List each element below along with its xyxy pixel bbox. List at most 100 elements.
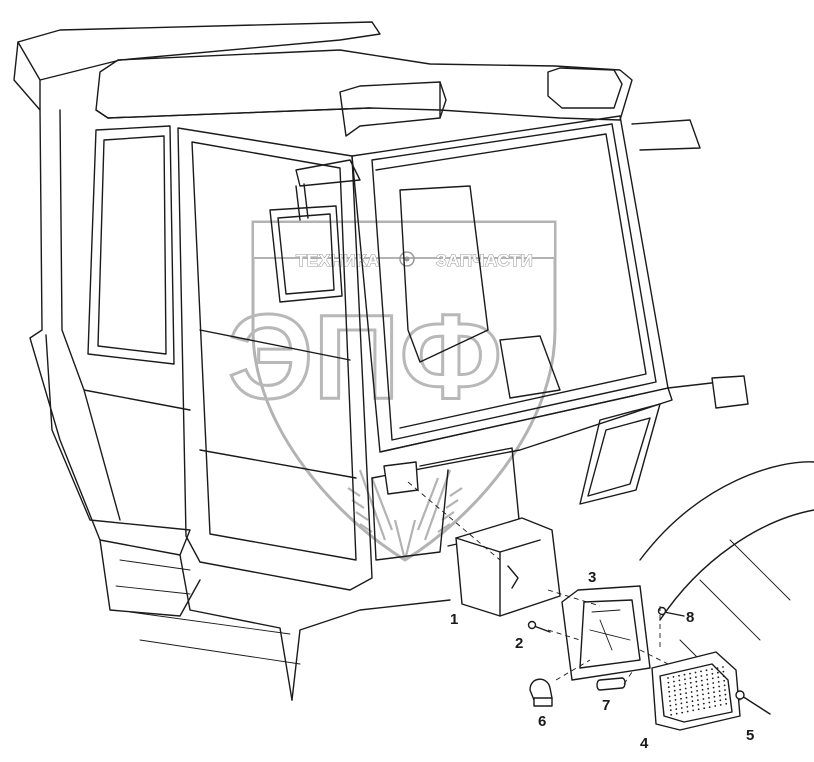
lens-dot: [722, 675, 725, 678]
lens-dot: [679, 688, 682, 691]
lens-dot: [678, 674, 680, 677]
callout-8: 8: [686, 609, 694, 626]
cab-rear-body: [29, 109, 191, 556]
lens-dot: [700, 675, 703, 677]
lens-dot: [712, 682, 715, 684]
lens-dot: [678, 679, 681, 682]
lens-dot: [675, 708, 678, 710]
part-2-screw: [533, 625, 551, 633]
lens-dot: [708, 697, 710, 699]
lens-dot: [683, 673, 686, 676]
callout-5: 5: [746, 727, 754, 744]
lens-dot: [717, 681, 720, 683]
lens-dot: [695, 680, 698, 683]
lens-dot: [684, 678, 686, 681]
lens-dot: [711, 672, 714, 675]
lens-dot: [690, 691, 693, 693]
lens-dot: [678, 684, 681, 686]
lens-dot: [674, 699, 677, 701]
lens-dot: [681, 711, 684, 714]
callout-labels: 1 2 3 4 5 6 7 8: [450, 569, 754, 752]
lens-dot: [711, 668, 713, 671]
lens-dot: [668, 690, 671, 693]
assembly-lines: [407, 481, 669, 685]
lens-dot: [713, 695, 716, 698]
callout-6: 6: [538, 713, 546, 730]
lens-dot: [714, 705, 717, 707]
lens-dot: [669, 700, 671, 702]
callout-3: 3: [588, 569, 596, 586]
lens-dot: [669, 704, 672, 707]
lens-dot: [690, 686, 693, 689]
lens-dot: [706, 674, 708, 676]
watermark-left-text: ТЕХНИКА: [296, 251, 380, 270]
lens-dot: [723, 684, 726, 687]
lens-dot: [692, 709, 695, 712]
lens-dot: [672, 676, 675, 678]
gear-center: [404, 256, 410, 262]
lens-dot: [708, 701, 711, 704]
part-4-lens: [651, 651, 741, 731]
lens-dot: [718, 690, 721, 692]
lens-dot: [702, 693, 704, 696]
lens-dot: [667, 681, 670, 684]
lens-dot: [673, 689, 676, 692]
lens-dot: [684, 687, 687, 690]
lens-dot: [689, 677, 692, 680]
lens-dot: [724, 689, 726, 691]
lens-dot: [696, 694, 699, 697]
lens-dot: [706, 683, 709, 685]
lens-dot: [670, 713, 673, 716]
lens-dot: [685, 692, 687, 694]
lens-dot: [697, 699, 699, 701]
lens-dot: [697, 703, 700, 706]
lens-dot: [701, 684, 704, 687]
small-parts: [527, 606, 771, 715]
callout-2: 2: [515, 635, 523, 652]
lens-dot: [717, 671, 719, 674]
callout-4: 4: [640, 735, 649, 752]
lens-dot: [711, 677, 714, 680]
lens-dot: [707, 692, 710, 695]
part-7-bulb: [596, 677, 626, 691]
lens-dot: [694, 671, 697, 674]
lens-dot: [686, 710, 689, 713]
part-1-lamp-housing: [455, 517, 561, 617]
lens-dot: [674, 694, 676, 697]
lens-dot: [697, 708, 700, 711]
part-8-screw: [663, 611, 685, 617]
lens-dot: [667, 677, 669, 679]
part-5-screw: [741, 695, 771, 715]
lens-dot: [673, 685, 676, 687]
lens-dot: [680, 707, 683, 709]
lens-dot: [700, 670, 702, 673]
lens-dot: [724, 698, 727, 701]
lens-dot: [706, 678, 709, 681]
cab-side-window: [87, 125, 175, 365]
lens-dot: [691, 700, 694, 703]
cab-roof: [17, 21, 381, 81]
cab-side-lamp: [711, 375, 749, 409]
lens-dot: [722, 666, 724, 668]
lens-dot: [701, 688, 704, 691]
lens-dot-pattern: [667, 666, 728, 716]
lens-dot: [673, 680, 675, 683]
lens-dot: [719, 704, 722, 706]
lens-dot: [680, 697, 682, 700]
lens-dot: [668, 695, 671, 698]
watermark-right-text: ЗАПЧАСТИ: [436, 251, 533, 270]
lens-dot: [696, 690, 698, 692]
lens-dot: [667, 686, 670, 689]
lens-dot: [719, 694, 721, 697]
lens-dot: [689, 681, 692, 684]
lens-dot: [695, 676, 697, 678]
lens-dot: [725, 702, 728, 705]
lens-dot: [700, 679, 703, 682]
lens-dot: [703, 707, 706, 710]
cab-seat: [399, 185, 489, 363]
part-3-lamp-base: [561, 585, 651, 681]
lens-dot: [712, 686, 715, 689]
lens-dot: [689, 672, 691, 675]
cab-mirror: [269, 205, 343, 303]
